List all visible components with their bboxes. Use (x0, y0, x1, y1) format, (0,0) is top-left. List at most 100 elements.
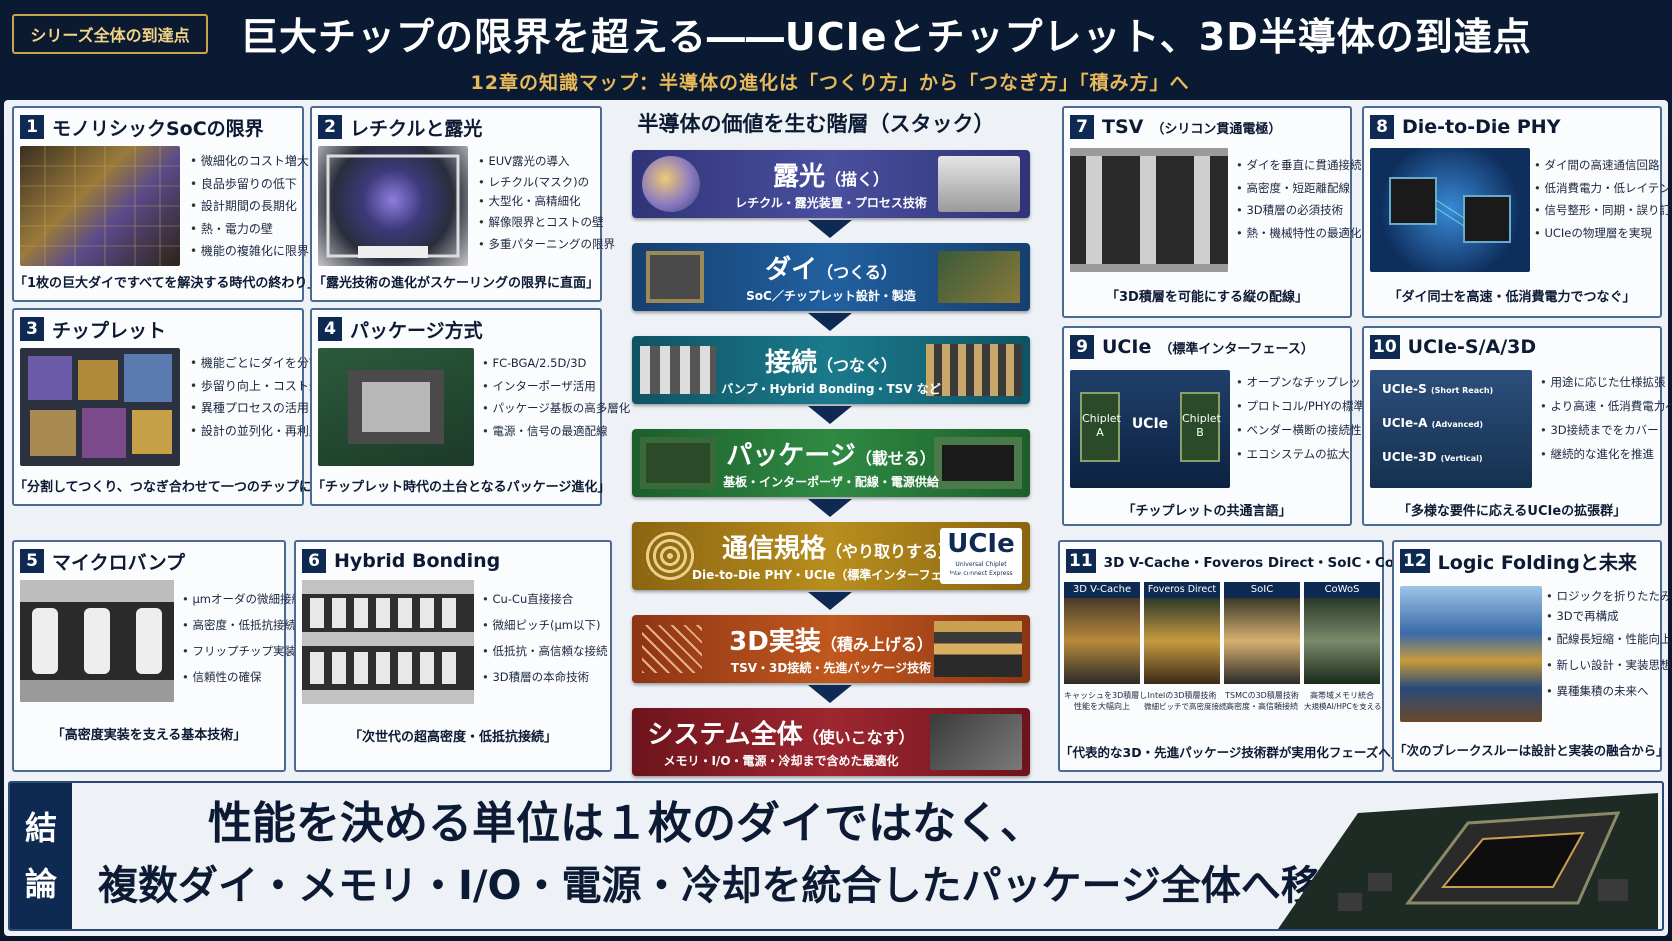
ucie-variants-diagram: UCIe-S (Short Reach) UCIe-A (Advanced) U… (1370, 370, 1532, 488)
chiplets-image (20, 348, 180, 466)
signal-rings-icon (642, 528, 698, 584)
card-caption: 「露光技術の進化がスケーリングの限界に直面」 (312, 276, 599, 291)
card-bullets: 微細化のコスト増大 良品歩留りの低下 設計期間の長期化 熱・電力の壁 機能の複雑… (190, 150, 309, 263)
bullet: 低抵抗・高信頼な接続 (482, 638, 607, 664)
layer-subtitle: 基板・インターポーザ・配線・電源供給 (723, 475, 939, 489)
bullet: 高密度・短距離配線 (1236, 177, 1361, 200)
die-icon (646, 251, 704, 303)
ucie-link-label: UCIe (1131, 416, 1169, 432)
layer-die: ダイ（つくる） SoC／チップレット設計・製造 (632, 243, 1030, 311)
bullet: ロジックを折りたたみ (1546, 586, 1671, 606)
series-tag: シリーズ全体の到達点 (12, 14, 208, 54)
card-number: 11 (1066, 549, 1096, 573)
logic-folding-image (1400, 586, 1542, 722)
card-title: TSV (1102, 116, 1144, 138)
bullet: 大型化・高精細化 (478, 192, 615, 211)
hybrid-bonding-cross-section-image (302, 580, 474, 704)
bullet: 良品歩留りの低下 (190, 173, 309, 196)
stack-arrow (808, 685, 852, 703)
bullet: 多重パターニングの限界 (478, 233, 615, 256)
bullet: 3Dで再構成 (1546, 606, 1671, 626)
card-caption: 「3D積層を可能にする縦の配線」 (1106, 290, 1308, 305)
card-number: 10 (1370, 335, 1400, 359)
card-bullets: Cu-Cu直接接合 微細ピッチ(μm以下) 低抵抗・高信頼な接続 3D積層の本命… (482, 586, 607, 690)
bullet: インターポーザ活用 (482, 375, 630, 398)
card-number: 12 (1400, 549, 1430, 573)
bullet: 異種集積の未来へ (1546, 678, 1671, 704)
bullet: エコシステムの拡大 (1236, 442, 1395, 466)
layer-title: 通信規格（やり取りする） (722, 534, 955, 564)
monolithic-die-image (20, 146, 180, 266)
package-icon-right (934, 437, 1022, 489)
card-title: UCIe (1102, 336, 1152, 358)
layer-title: ダイ（つくる） (765, 255, 897, 285)
card-bullets: ロジックを折りたたみ 3Dで再構成 配線長短縮・性能向上 新しい設計・実装思想 … (1546, 586, 1671, 704)
card-caption: 「チップレット時代の土台となるパッケージ進化」 (312, 480, 611, 495)
bullet: 低消費電力・低レイテンシ (1534, 177, 1672, 200)
circuit-icon (642, 625, 702, 673)
bullet: パッケージ基板の高多層化 (482, 397, 630, 420)
card-title: Hybrid Bonding (334, 550, 501, 572)
bullet: FC-BGA/2.5D/3D (482, 352, 630, 375)
layer-title: システム全体（使いこなす） (647, 720, 915, 750)
microbump-cross-section-image (20, 580, 174, 702)
card-number: 1 (20, 115, 44, 139)
layer-subtitle: SoC／チップレット設計・製造 (746, 289, 916, 303)
layer-communication-standard: UCIe Universal Chiplet Interconnect Expr… (632, 522, 1030, 590)
conclusion-label: 結 論 (10, 783, 72, 929)
card-bullets: 機能ごとにダイを分割 歩留り向上・コスト最適化 異種プロセスの活用 設計の並列化… (190, 352, 345, 442)
ucie-logo: UCIe Universal Chiplet Interconnect Expr… (940, 528, 1022, 584)
bullet: ダイを垂直に貫通接続 (1236, 154, 1361, 177)
tile-foveros-direct: Foveros Direct Intelの3D積層技術 微細ピッチで高密度接続 (1144, 582, 1227, 711)
wafer-icon (642, 156, 700, 212)
d2d-phy-image (1370, 148, 1530, 272)
card-caption: 「ダイ同士を高速・低消費電力でつなぐ」 (1388, 290, 1636, 305)
bullet: 信号整形・同期・誤り訂正 (1534, 199, 1672, 222)
card-number: 2 (318, 115, 342, 139)
layer-title: 接続（つなぐ） (764, 348, 898, 378)
bullet: 機能の複雑化に限界 (190, 240, 309, 263)
bullet: Cu-Cu直接接合 (482, 586, 607, 612)
tsv-icon (926, 344, 1022, 396)
bullet: ベンダー横断の接続性 (1236, 418, 1395, 442)
layer-subtitle: Die-to-Die PHY・UCIe（標準インターフェース） (692, 568, 978, 582)
bump-icon (640, 346, 716, 394)
euv-machine-image (318, 146, 468, 266)
bullet: 機能ごとにダイを分割 (190, 352, 345, 375)
card-bullets: FC-BGA/2.5D/3D インターポーザ活用 パッケージ基板の高多層化 電源… (482, 352, 630, 442)
ucie-3d-label: UCIe-3D (Vertical) (1382, 450, 1483, 464)
bullet: UCIeの物理層を実現 (1534, 222, 1672, 245)
stack-arrow (808, 406, 852, 424)
card-title: マイクロバンプ (52, 551, 186, 574)
tile-soic: SoIC TSMCの3D積層技術 高密度・高信頼接続 (1224, 582, 1300, 711)
tile-image (1224, 598, 1300, 684)
ucie-s-label: UCIe-S (Short Reach) (1382, 382, 1494, 396)
card-caption: 「代表的な3D・先進パッケージ技術群が実用化フェーズへ」 (1060, 745, 1404, 760)
card-bullets: EUV露光の導入 レチクル(マスク)の 大型化・高精細化 解像限界とコストの壁 … (478, 150, 615, 256)
layer-title: パッケージ（載せる） (726, 441, 936, 471)
bullet: 用途に応じた仕様拡張 (1540, 370, 1672, 394)
card-title: Die-to-Die PHY (1402, 116, 1561, 138)
conclusion-line-2: 複数ダイ・メモリ・I/O・電源・冷却を統合したパッケージ全体へ移った (98, 863, 1401, 909)
stack-arrow (808, 313, 852, 331)
tile-cowos: CoWoS 高帯域メモリ統合 大規模AI/HPCを支える (1304, 582, 1382, 711)
layer-connection: 接続（つなぐ） バンプ・Hybrid Bonding・TSV など (632, 336, 1030, 404)
tile-image (1064, 598, 1140, 684)
conclusion-banner: 結 論 性能を決める単位は１枚のダイではなく、 複数ダイ・メモリ・I/O・電源・… (8, 781, 1664, 931)
bullet: 解像限界とコストの壁 (478, 211, 615, 234)
